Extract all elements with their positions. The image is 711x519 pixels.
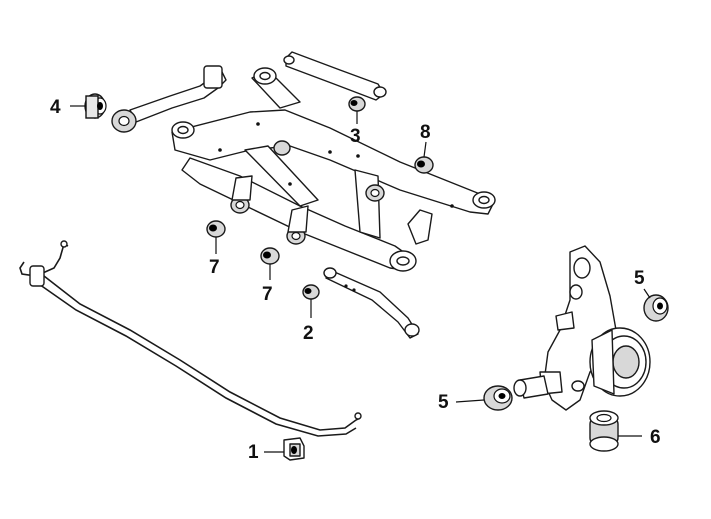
upper-control-arm — [283, 51, 387, 101]
callout-4: 4 — [50, 97, 61, 118]
callout-1: 1 — [248, 442, 259, 463]
lower-lateral-link — [323, 267, 420, 339]
callout-2: 2 — [303, 323, 314, 344]
wheel-knuckle — [513, 245, 617, 411]
rear-subframe — [171, 67, 496, 272]
callout-7-upper: 7 — [209, 257, 220, 278]
callout-5-left: 5 — [438, 392, 449, 413]
stabilizer-bar — [19, 240, 362, 437]
trailing-link — [111, 65, 227, 133]
bushing-7-lower — [260, 247, 280, 265]
callout-6: 6 — [650, 427, 661, 448]
bushing-2 — [302, 284, 320, 300]
callout-3: 3 — [350, 126, 361, 147]
bushing-5-left — [483, 385, 513, 411]
bushing-3 — [348, 96, 366, 112]
callout-5-right: 5 — [634, 268, 645, 289]
bushing-4 — [84, 93, 107, 119]
bushing-5-right — [643, 294, 669, 322]
bushing-8 — [414, 156, 434, 174]
leader-lines — [70, 105, 651, 453]
bushing-6 — [589, 410, 619, 452]
callout-7-lower: 7 — [262, 284, 273, 305]
wheel-hub — [589, 327, 651, 397]
bushing-1 — [283, 437, 305, 461]
callout-8: 8 — [420, 122, 431, 143]
bushing-7-upper — [206, 220, 226, 238]
